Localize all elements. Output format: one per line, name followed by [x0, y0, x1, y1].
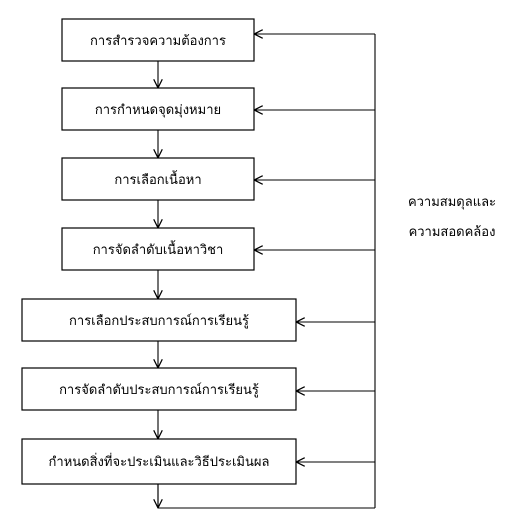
- feedback-label-line-2: ความสอดคล้อง: [409, 225, 496, 240]
- step-3-box: การเลือกเนื้อหา: [61, 157, 255, 201]
- step-5-box: การเลือกประสบการณ์การเรียนรู้: [21, 298, 297, 342]
- step-6-label: การจัดลำดับประสบการณ์การเรียนรู้: [59, 382, 259, 398]
- step-6-box: การจัดลำดับประสบการณ์การเรียนรู้: [21, 367, 297, 411]
- step-2-label: การกำหนดจุดมุ่งหมาย: [95, 103, 221, 118]
- step-7-box: กำหนดสิ่งที่จะประเมินและวิธีประเมินผล: [21, 438, 297, 485]
- step-2-box: การกำหนดจุดมุ่งหมาย: [61, 87, 255, 131]
- feedback-bottom-line: [157, 484, 375, 509]
- step-1-label: การสำรวจความต้องการ: [90, 34, 226, 49]
- step-3-label: การเลือกเนื้อหา: [114, 170, 201, 188]
- step-4-label: การจัดลำดับเนื้อหาวิชา: [93, 240, 224, 258]
- step-4-box: การจัดลำดับเนื้อหาวิชา: [61, 227, 255, 271]
- step-7-label: กำหนดสิ่งที่จะประเมินและวิธีประเมินผล: [49, 453, 270, 470]
- feedback-label-line-1: ความสมดุลและ: [408, 195, 496, 210]
- step-1-box: การสำรวจความต้องการ: [61, 18, 255, 62]
- step-5-label: การเลือกประสบการณ์การเรียนรู้: [69, 313, 249, 329]
